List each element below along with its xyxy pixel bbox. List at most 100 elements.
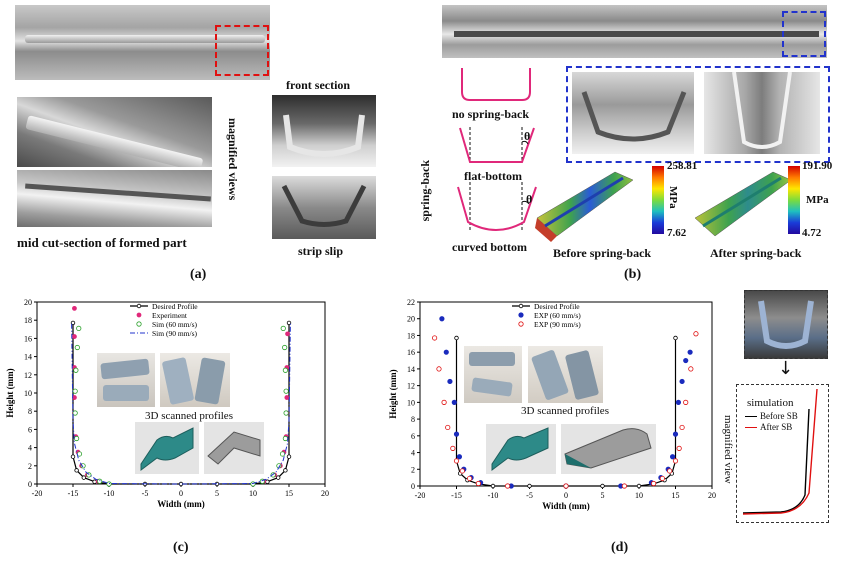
- x-tick-label: 10: [249, 489, 257, 498]
- data-point: [467, 475, 473, 482]
- colorbar-before-unit: MPa: [667, 186, 679, 209]
- scan-label-d: 3D scanned profiles: [521, 405, 609, 417]
- curved-bottom-label: curved bottom: [452, 240, 527, 254]
- x-tick-label: -5: [142, 489, 149, 498]
- data-point: [683, 357, 689, 364]
- data-point: [72, 334, 77, 339]
- colorbar-before: [652, 166, 664, 234]
- mid-cut-label: mid cut-section of formed part: [17, 235, 187, 250]
- down-arrow: ↓: [778, 358, 794, 379]
- data-point: [693, 331, 699, 337]
- y-tick-label: 0: [28, 480, 32, 489]
- data-point: [284, 395, 290, 400]
- legend-before-sb: Before SB: [745, 411, 798, 421]
- theta-1: θ: [524, 129, 531, 143]
- legend-after-sb: After SB: [745, 422, 792, 432]
- legend-label: EXP (60 mm/s): [534, 311, 581, 320]
- y-axis-label: Height (mm): [5, 368, 15, 417]
- legend-label: Sim (90 mm/s): [152, 329, 198, 338]
- data-point: [72, 388, 78, 394]
- y-tick-label: 6: [28, 425, 32, 434]
- scan-render-c-1: [135, 422, 199, 474]
- mid-cut-photo-2: [17, 170, 212, 227]
- scan-render-d-2: [561, 424, 656, 474]
- data-point: [447, 378, 453, 385]
- front-section-photo: [272, 95, 376, 167]
- data-point: [454, 335, 459, 341]
- data-point: [74, 435, 80, 442]
- scan-render-c-2: [204, 422, 264, 474]
- colorbar-after: [788, 166, 800, 234]
- data-point: [97, 478, 103, 484]
- magnified-view-label: magnified view: [722, 415, 734, 484]
- series-line: [71, 323, 291, 485]
- data-point: [282, 367, 288, 373]
- colorbar-after-min: 4.72: [802, 227, 822, 239]
- highlight-box-red: [215, 25, 269, 76]
- x-tick-label: 0: [179, 489, 183, 498]
- data-point: [453, 431, 460, 437]
- data-point: [436, 366, 442, 372]
- highlight-box-blue: [782, 11, 826, 57]
- y-tick-label: 16: [24, 334, 32, 343]
- x-tick-label: 10: [635, 491, 643, 500]
- formed-part-photo-b: [442, 5, 827, 58]
- x-axis-label: Width (mm): [542, 501, 590, 511]
- legend-label: EXP (90 mm/s): [534, 320, 581, 329]
- scan-photo-d-2: [528, 346, 603, 403]
- data-point: [669, 454, 676, 460]
- data-point: [73, 367, 79, 373]
- x-tick-label: 15: [285, 489, 293, 498]
- panel-c-letter: (c): [173, 540, 189, 555]
- data-point: [621, 483, 627, 489]
- before-sb-label: Before SB: [760, 411, 798, 421]
- data-point: [283, 388, 289, 394]
- x-tick-label: -15: [451, 491, 462, 500]
- data-point: [490, 483, 496, 489]
- legend-marker: [518, 312, 524, 318]
- data-point: [667, 468, 673, 474]
- y-tick-label: 10: [407, 398, 415, 407]
- data-point: [441, 399, 447, 405]
- data-point: [456, 454, 463, 460]
- profile-diagrams: [457, 68, 537, 231]
- scan-photo-d-1: [464, 346, 522, 403]
- data-point: [106, 481, 112, 487]
- x-tick-label: 15: [672, 491, 680, 500]
- data-point: [636, 483, 642, 489]
- data-point: [600, 483, 605, 489]
- y-tick-label: 4: [411, 449, 415, 458]
- x-tick-label: -15: [68, 489, 79, 498]
- legend-marker: [136, 312, 142, 318]
- scan-photo-c-2: [160, 353, 230, 407]
- simulation-label: simulation: [747, 397, 794, 409]
- data-point: [276, 475, 281, 480]
- y-tick-label: 14: [24, 353, 32, 362]
- before-springback-label: Before spring-back: [553, 246, 652, 260]
- data-point: [675, 399, 682, 405]
- data-point: [76, 325, 82, 331]
- y-tick-label: 20: [407, 315, 415, 324]
- y-tick-label: 2: [411, 465, 415, 474]
- data-point: [72, 305, 77, 311]
- y-tick-label: 0: [411, 482, 415, 491]
- fea-before-springback: [535, 171, 634, 242]
- data-point: [285, 331, 290, 337]
- data-point: [74, 344, 80, 351]
- data-point: [279, 451, 286, 457]
- y-tick-label: 18: [407, 331, 415, 340]
- theta-2: θ: [526, 192, 533, 206]
- data-point: [283, 410, 289, 416]
- legend-label: Sim (60 mm/s): [152, 320, 198, 329]
- y-tick-label: 8: [411, 415, 415, 424]
- flat-bottom-label: flat-bottom: [464, 169, 522, 183]
- mid-cut-photo-1: [17, 97, 212, 167]
- y-tick-label: 16: [407, 348, 415, 357]
- data-point: [453, 458, 460, 464]
- legend-marker: [136, 303, 142, 309]
- panel-b-letter: (b): [624, 267, 642, 282]
- scan-render-d-1: [486, 424, 556, 474]
- data-point: [672, 458, 679, 464]
- data-point: [283, 468, 288, 473]
